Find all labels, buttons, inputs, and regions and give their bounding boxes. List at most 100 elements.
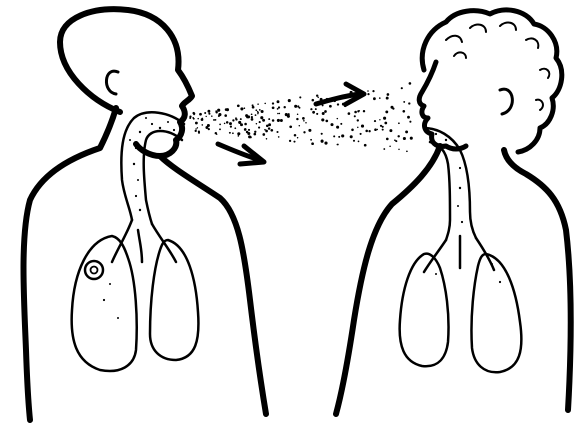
droplet bbox=[250, 136, 252, 138]
droplet bbox=[398, 122, 400, 124]
droplet bbox=[364, 144, 367, 147]
droplet bbox=[256, 123, 257, 124]
droplet-cloud bbox=[189, 82, 413, 152]
lung-lesion bbox=[85, 261, 103, 279]
droplet bbox=[357, 110, 359, 112]
droplet bbox=[276, 131, 278, 133]
droplet bbox=[244, 107, 246, 109]
droplet bbox=[247, 115, 250, 118]
droplet bbox=[377, 129, 378, 130]
droplet bbox=[357, 127, 358, 128]
droplet bbox=[211, 115, 213, 117]
droplet bbox=[312, 99, 315, 102]
droplet bbox=[297, 137, 298, 138]
droplet bbox=[384, 122, 387, 125]
droplet bbox=[204, 112, 206, 114]
droplet bbox=[299, 96, 301, 98]
droplet bbox=[232, 119, 234, 121]
droplet bbox=[337, 118, 338, 119]
droplet bbox=[303, 131, 305, 133]
droplet bbox=[234, 127, 236, 129]
droplet bbox=[258, 127, 260, 129]
droplet bbox=[284, 106, 286, 108]
droplet bbox=[365, 130, 368, 133]
droplet bbox=[192, 112, 194, 114]
droplet bbox=[386, 138, 389, 141]
person-left bbox=[24, 9, 267, 420]
droplet bbox=[259, 121, 261, 123]
droplet bbox=[357, 119, 359, 121]
droplet bbox=[409, 121, 411, 123]
droplet bbox=[205, 116, 206, 117]
droplet bbox=[219, 128, 221, 130]
droplet bbox=[372, 90, 374, 92]
droplet bbox=[348, 112, 351, 115]
droplet bbox=[310, 108, 312, 110]
droplet bbox=[308, 129, 311, 132]
droplet bbox=[336, 126, 339, 129]
droplet bbox=[240, 118, 242, 120]
lung-lesion-core bbox=[91, 267, 98, 274]
droplet bbox=[305, 122, 307, 124]
droplet bbox=[238, 135, 240, 137]
droplet bbox=[379, 119, 380, 120]
droplet bbox=[199, 113, 202, 116]
droplet bbox=[368, 130, 370, 132]
droplet bbox=[337, 103, 339, 105]
droplet bbox=[294, 134, 297, 137]
droplet bbox=[401, 87, 403, 89]
droplet bbox=[317, 97, 318, 98]
droplet bbox=[358, 141, 360, 143]
droplet bbox=[268, 127, 270, 129]
droplet bbox=[312, 111, 315, 114]
droplet bbox=[248, 129, 250, 131]
droplet bbox=[289, 125, 292, 128]
droplet bbox=[361, 125, 364, 128]
droplet bbox=[195, 128, 196, 129]
droplet bbox=[316, 113, 318, 115]
droplet bbox=[255, 109, 257, 111]
droplet bbox=[264, 129, 266, 131]
droplet bbox=[407, 116, 410, 119]
droplet bbox=[235, 117, 237, 119]
droplet bbox=[367, 93, 369, 95]
droplet bbox=[367, 90, 369, 92]
droplet bbox=[294, 105, 297, 108]
droplet bbox=[374, 120, 376, 122]
droplet bbox=[389, 146, 391, 148]
droplet bbox=[382, 129, 384, 131]
droplet bbox=[261, 110, 264, 113]
droplet bbox=[354, 111, 357, 114]
droplet bbox=[387, 93, 390, 96]
droplet bbox=[278, 136, 280, 138]
droplet bbox=[279, 113, 280, 114]
droplet bbox=[215, 132, 217, 134]
droplet bbox=[360, 133, 362, 135]
droplet bbox=[350, 135, 353, 138]
person-right-hair-curls bbox=[446, 23, 549, 110]
droplet bbox=[389, 129, 392, 132]
droplet bbox=[324, 142, 327, 145]
droplet bbox=[277, 100, 280, 103]
droplet bbox=[410, 137, 413, 140]
droplet bbox=[251, 113, 253, 115]
droplet bbox=[193, 118, 195, 120]
droplet bbox=[213, 119, 215, 121]
droplet bbox=[226, 108, 229, 111]
droplet bbox=[262, 119, 265, 122]
droplet bbox=[351, 129, 354, 132]
droplet bbox=[303, 120, 305, 122]
droplet bbox=[397, 135, 399, 137]
droplet bbox=[341, 134, 344, 137]
droplet bbox=[288, 113, 290, 115]
droplet bbox=[215, 111, 217, 113]
droplet bbox=[260, 116, 263, 119]
droplet bbox=[272, 106, 275, 109]
droplet bbox=[218, 113, 221, 116]
droplet bbox=[408, 102, 410, 104]
droplet bbox=[232, 132, 234, 134]
droplet bbox=[288, 99, 291, 102]
droplet bbox=[224, 114, 227, 117]
droplet bbox=[255, 114, 257, 116]
droplet bbox=[257, 111, 259, 113]
